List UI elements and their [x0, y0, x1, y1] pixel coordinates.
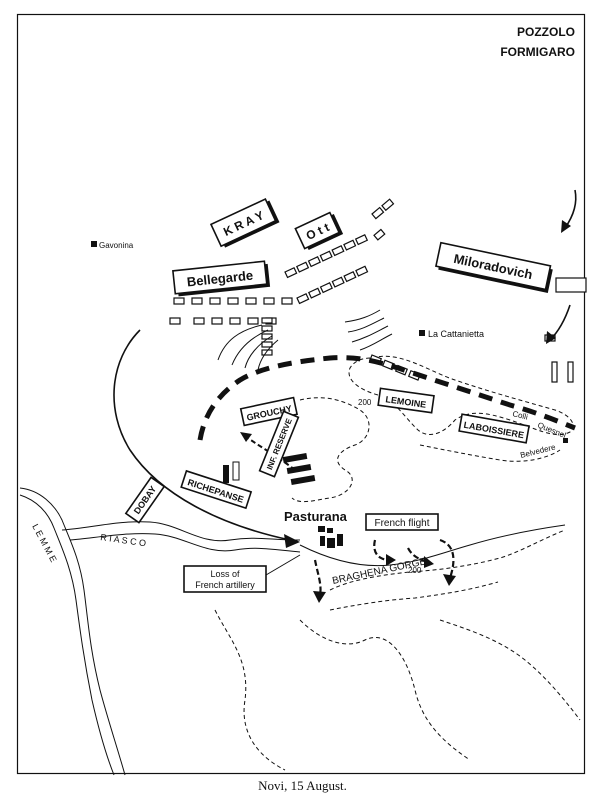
label-dobay: DOBAY: [124, 476, 166, 524]
loss-line1-text: Loss of: [210, 569, 240, 579]
pasturana-village: [318, 526, 343, 548]
contour-line-south: [214, 609, 581, 771]
place-gavonina: Gavonina: [99, 241, 134, 250]
french-flight-arrowhead-1: [386, 554, 396, 566]
label-miloradovich: Miloradovich: [434, 241, 553, 293]
label-richepanse: RICHEPANSE: [180, 469, 253, 510]
river-label-riasco: R I A S C O: [100, 532, 147, 548]
title-formigaro: FORMIGARO: [500, 45, 575, 59]
french-flight-arrow-4: [313, 559, 322, 596]
austrian-units: [169, 198, 587, 383]
label-laboissiere: LABOISSIERE: [458, 413, 530, 444]
river-riasco: [61, 521, 301, 542]
place-colli: Colli: [512, 409, 529, 422]
label-ott: O t t: [294, 211, 344, 251]
label-loss-artillery: Loss of French artillery: [183, 554, 301, 593]
austrian-attack-arrows: [217, 309, 393, 371]
label-bellegarde: Bellegarde: [172, 260, 271, 297]
river-braghena: [299, 524, 566, 567]
river-lemme-bank: [19, 494, 115, 776]
miloradovich-arrow-1: [564, 189, 577, 229]
gavonina-marker: [91, 241, 97, 247]
river-lemme: [19, 487, 126, 776]
french-flight-arrowhead-2: [424, 556, 434, 568]
map-caption: Novi, 15 August.: [258, 778, 347, 793]
french-front-line: [197, 355, 576, 441]
contour-line-east: [419, 444, 561, 462]
dobay-sweep-arrow: [113, 329, 291, 541]
map-frame: [16, 13, 586, 775]
label-french-flight: French flight: [365, 513, 439, 531]
bellegarde-text: Bellegarde: [186, 268, 254, 290]
inf-reserve-arrowhead: [240, 432, 252, 442]
miloradovich-arrowhead-2: [546, 331, 556, 344]
miloradovich-arrowhead-1: [561, 220, 571, 233]
french-flight-arrow-3: [439, 538, 455, 579]
label-lemoine: LEMOINE: [377, 387, 435, 414]
dobay-sweep-arrowhead: [284, 534, 300, 548]
place-pasturana: Pasturana: [284, 509, 348, 524]
contour-label-200-b: 200: [408, 566, 422, 575]
loss-line2-text: French artillery: [195, 580, 255, 590]
inf-reserve-arrow: [244, 435, 296, 471]
contour-line-central: [291, 397, 370, 503]
place-la-cattanietta: La Cattanietta: [428, 329, 484, 339]
la-cattanietta-marker: [419, 330, 425, 336]
title-pozzolo: POZZOLO: [517, 25, 575, 39]
place-belvedere: Belvedere: [519, 442, 557, 460]
french-flight-arrowhead-3: [443, 574, 456, 586]
contour-line-north: [348, 355, 574, 436]
contour-line-braghena: [329, 529, 566, 611]
place-quesnel: Quesnel: [536, 421, 567, 441]
river-riasco-bank: [69, 533, 301, 553]
belvedere-marker: [563, 438, 568, 443]
contour-label-200-a: 200: [358, 398, 372, 407]
label-kray: K R A Y: [209, 197, 280, 248]
french-reserve-blocks: [223, 452, 316, 486]
french-flight-arrowhead-4: [313, 591, 326, 603]
french-flight-text: French flight: [374, 518, 429, 529]
